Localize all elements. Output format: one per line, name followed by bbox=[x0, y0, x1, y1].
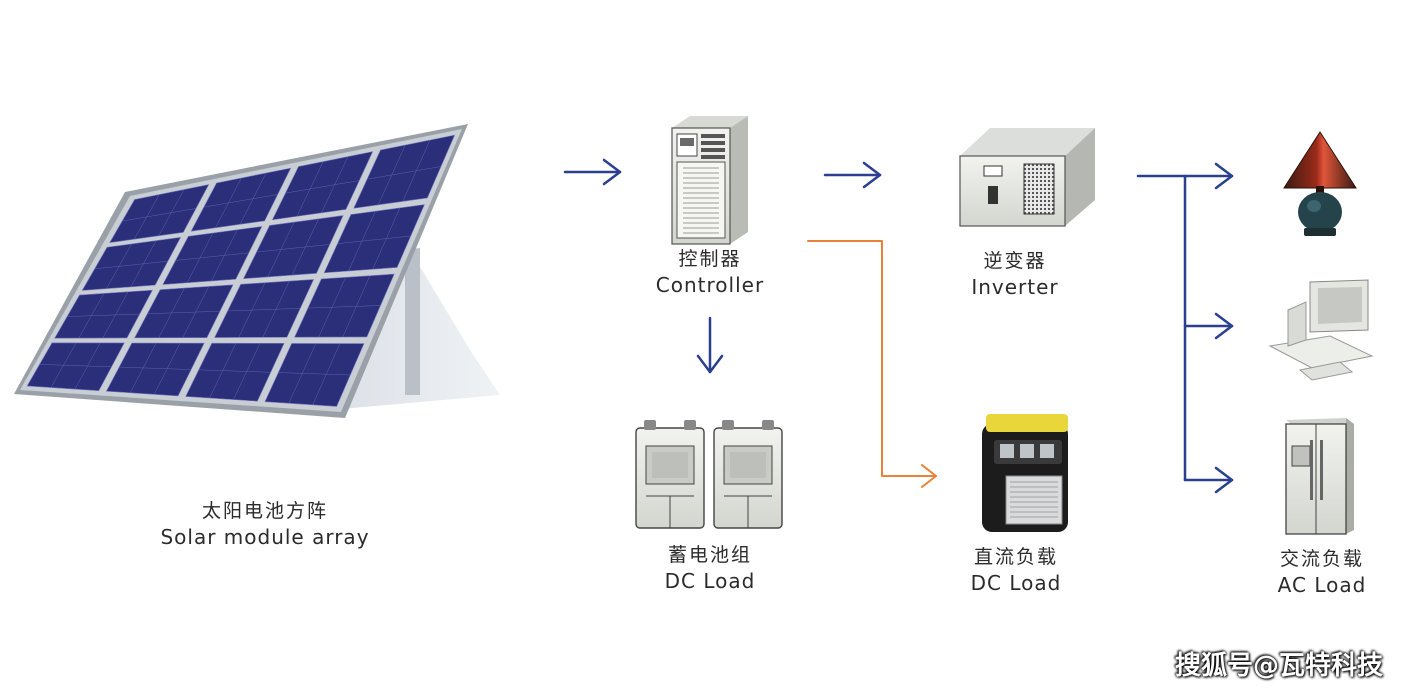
watermark: 搜狐号@瓦特科技 bbox=[1174, 651, 1383, 681]
arrow-controller-to-inverter bbox=[823, 161, 882, 189]
solar-array-label-en: Solar module array bbox=[160, 524, 370, 549]
battery-label-en: DC Load bbox=[664, 568, 756, 593]
refrigerator-icon bbox=[1285, 418, 1354, 535]
ac-load-label: 交流负载 AC Load bbox=[1232, 548, 1412, 597]
solar-array-label-zh: 太阳电池方阵 bbox=[201, 500, 328, 522]
dc-load-label-en: DC Load bbox=[970, 570, 1062, 595]
inverter-label-en: Inverter bbox=[971, 274, 1059, 299]
solar-panel-icon bbox=[14, 124, 500, 418]
dc-load-label: 直流负载 DC Load bbox=[926, 546, 1106, 595]
arrow-inverter-to-ac-loads bbox=[1136, 162, 1234, 494]
battery-bank-icon bbox=[635, 420, 783, 529]
controller-cabinet-icon bbox=[671, 116, 748, 245]
ac-load-label-zh: 交流负载 bbox=[1279, 548, 1364, 570]
controller-label-en: Controller bbox=[655, 272, 765, 297]
battery-label-zh: 蓄电池组 bbox=[667, 544, 752, 566]
arrow-controller-to-dc-load bbox=[807, 240, 937, 488]
arrow-controller-to-battery bbox=[696, 316, 724, 374]
ac-load-label-en: AC Load bbox=[1277, 572, 1367, 597]
lamp-icon bbox=[1283, 131, 1357, 236]
inverter-label-zh: 逆变器 bbox=[983, 250, 1047, 272]
dc-device-icon bbox=[982, 414, 1068, 532]
computer-icon bbox=[1268, 279, 1374, 381]
solar-array-label: 太阳电池方阵 Solar module array bbox=[120, 500, 410, 549]
inverter-label: 逆变器 Inverter bbox=[925, 250, 1105, 299]
inverter-box-icon bbox=[959, 128, 1095, 227]
dc-load-label-zh: 直流负载 bbox=[973, 546, 1058, 568]
arrow-solar-to-controller bbox=[563, 158, 622, 186]
controller-label-zh: 控制器 bbox=[678, 248, 742, 270]
controller-label: 控制器 Controller bbox=[620, 248, 800, 297]
battery-label: 蓄电池组 DC Load bbox=[620, 544, 800, 593]
